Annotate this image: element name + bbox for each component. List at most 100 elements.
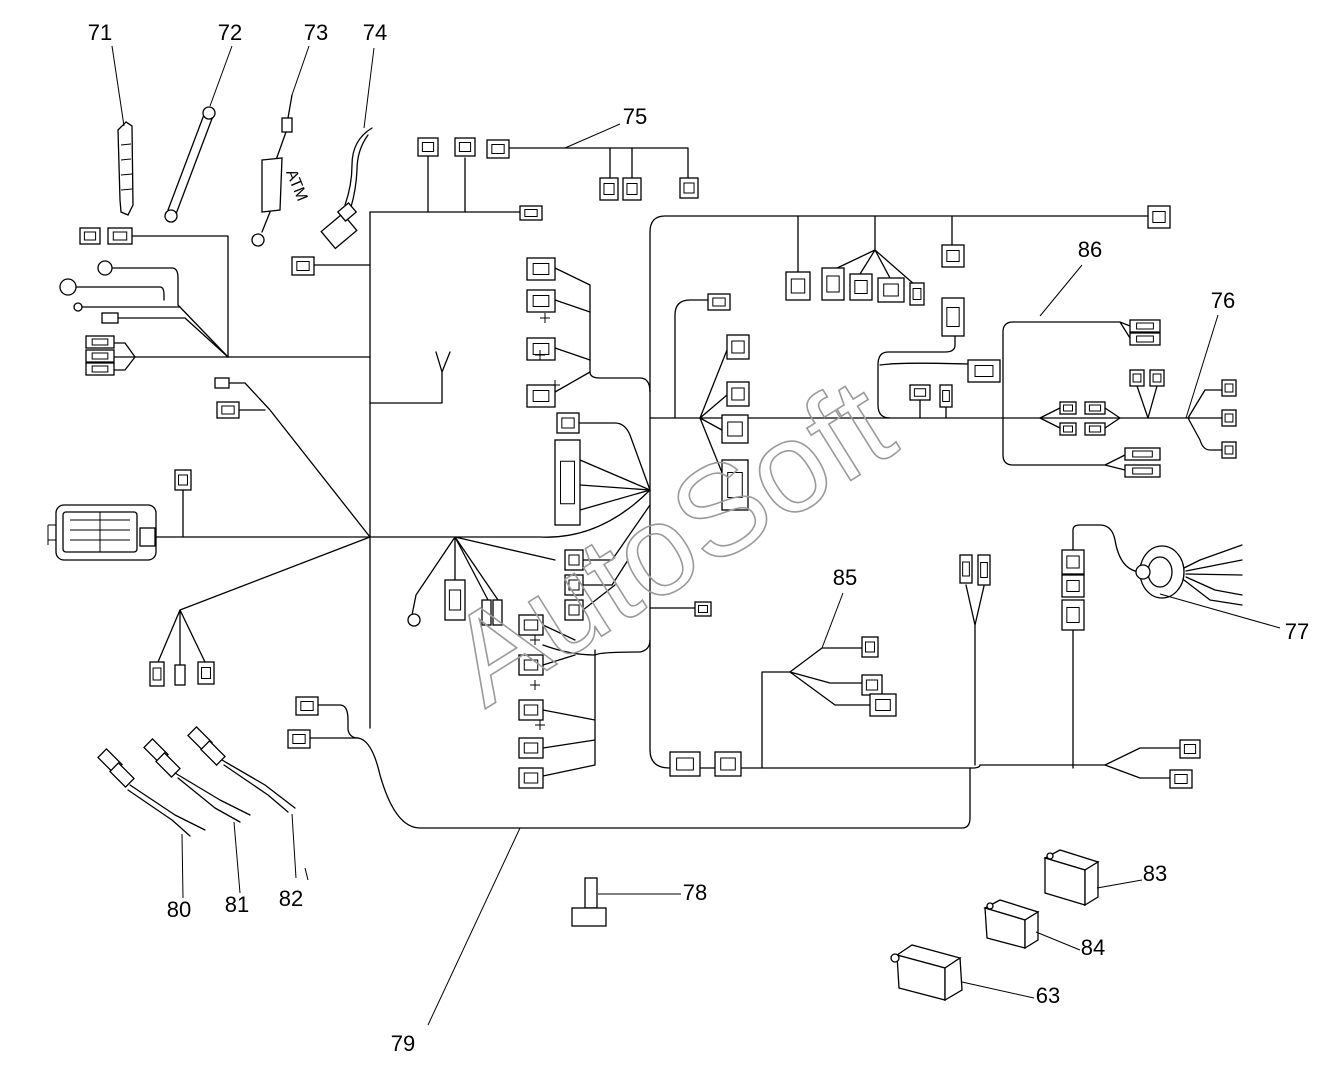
- connector: [785, 271, 811, 301]
- connector-body: [1124, 464, 1161, 478]
- connector-body: [939, 384, 953, 408]
- connector-pin-block: [568, 579, 580, 591]
- wire: [674, 299, 709, 419]
- connector-pin-block: [448, 589, 462, 611]
- connector-pin-block: [676, 757, 694, 771]
- connector-body: [287, 729, 311, 749]
- leader-75: [564, 123, 621, 149]
- wire: [131, 235, 229, 358]
- connector-pin-block: [221, 405, 235, 415]
- connectors: [79, 137, 1237, 789]
- connector: [1149, 369, 1165, 387]
- callout-labels: 71 72 73 74 75 86 76 77 85 79 78 80 81 8…: [88, 20, 1309, 1056]
- connector: [1061, 574, 1085, 598]
- connector-pin-block: [1183, 744, 1197, 754]
- connector: [526, 289, 556, 313]
- connector: [1221, 409, 1237, 427]
- connector-body: [1129, 369, 1145, 387]
- connector-body: [214, 377, 230, 389]
- connector: [1221, 441, 1237, 459]
- connector-pin-block: [865, 641, 875, 653]
- connector: [295, 696, 319, 716]
- connector-body: [679, 177, 699, 199]
- connector-body: [909, 282, 925, 306]
- connector: [216, 401, 240, 419]
- leader-72: [209, 45, 233, 107]
- connector: [1179, 739, 1201, 759]
- connector: [486, 139, 510, 159]
- connector: [1169, 769, 1193, 789]
- connector-body: [518, 737, 544, 759]
- connector-body: [714, 751, 742, 777]
- callout-75: 75: [623, 104, 647, 129]
- connector: [726, 334, 750, 360]
- terminal-mark: [535, 720, 545, 730]
- connector: [519, 205, 543, 221]
- connector: [518, 654, 544, 676]
- callout-82: 82: [279, 886, 303, 911]
- connector: [877, 277, 905, 303]
- callout-79: 79: [391, 1031, 415, 1056]
- connector: [174, 664, 186, 686]
- connector-body: [554, 439, 581, 526]
- callout-83: 83: [1143, 861, 1167, 886]
- connector-pin-block: [91, 365, 109, 373]
- connector-pin-block: [875, 699, 891, 711]
- connector-body: [1129, 319, 1161, 333]
- fuse-holder-73: ATM: [251, 94, 310, 247]
- connector: [1084, 401, 1106, 415]
- connector: [669, 751, 701, 777]
- connector: [941, 244, 965, 268]
- connector: [1059, 422, 1077, 436]
- relay-83: [1043, 849, 1100, 907]
- connector: [1061, 599, 1085, 631]
- connector-pin-block: [83, 231, 97, 241]
- connector-body: [821, 267, 845, 301]
- connector: [1129, 319, 1161, 333]
- connector-pin-block: [532, 263, 550, 275]
- wire: [879, 362, 969, 366]
- connector-body: [1124, 447, 1161, 461]
- connector: [518, 699, 544, 721]
- connector-pin-block: [1088, 425, 1102, 433]
- connector-body: [1084, 422, 1106, 436]
- connector-body: [1221, 379, 1237, 397]
- connector-pin-block: [1063, 404, 1073, 412]
- connector-body: [518, 767, 544, 789]
- wire: [411, 536, 499, 616]
- connector-pin-block: [1152, 373, 1162, 383]
- connector: [726, 381, 750, 407]
- connector-pin-block: [1088, 404, 1102, 412]
- connector: [599, 177, 619, 201]
- connector: [909, 282, 925, 306]
- wire: [832, 215, 916, 286]
- connector-pin-block: [727, 472, 743, 498]
- connector: [977, 554, 991, 586]
- connector: [85, 362, 115, 376]
- connector-pin-block: [201, 667, 211, 679]
- connector-pin-block: [913, 388, 927, 397]
- leader-81: [233, 821, 241, 894]
- terminal-mark: [550, 380, 560, 390]
- connector-body: [1059, 401, 1077, 415]
- ring-terminals: [59, 260, 421, 627]
- jumper-82: [187, 726, 296, 813]
- connector-pin-block: [946, 250, 960, 262]
- connector-pin-block: [152, 667, 162, 681]
- connector-body: [101, 312, 119, 324]
- connector: [214, 377, 230, 389]
- connector-body: [1059, 422, 1077, 436]
- connector-pin-block: [1136, 335, 1154, 343]
- connector-body: [526, 384, 556, 408]
- connector-pin-block: [112, 231, 128, 241]
- connector-body: [861, 674, 883, 696]
- connector: [518, 767, 544, 789]
- wire: [582, 504, 651, 611]
- callout-80: 80: [167, 897, 191, 922]
- connector-body: [1149, 369, 1165, 387]
- connector-body: [941, 297, 965, 337]
- relay-84: [983, 899, 1040, 950]
- connector: [526, 337, 556, 361]
- wire: [649, 215, 1149, 233]
- leader-86: [1039, 264, 1083, 317]
